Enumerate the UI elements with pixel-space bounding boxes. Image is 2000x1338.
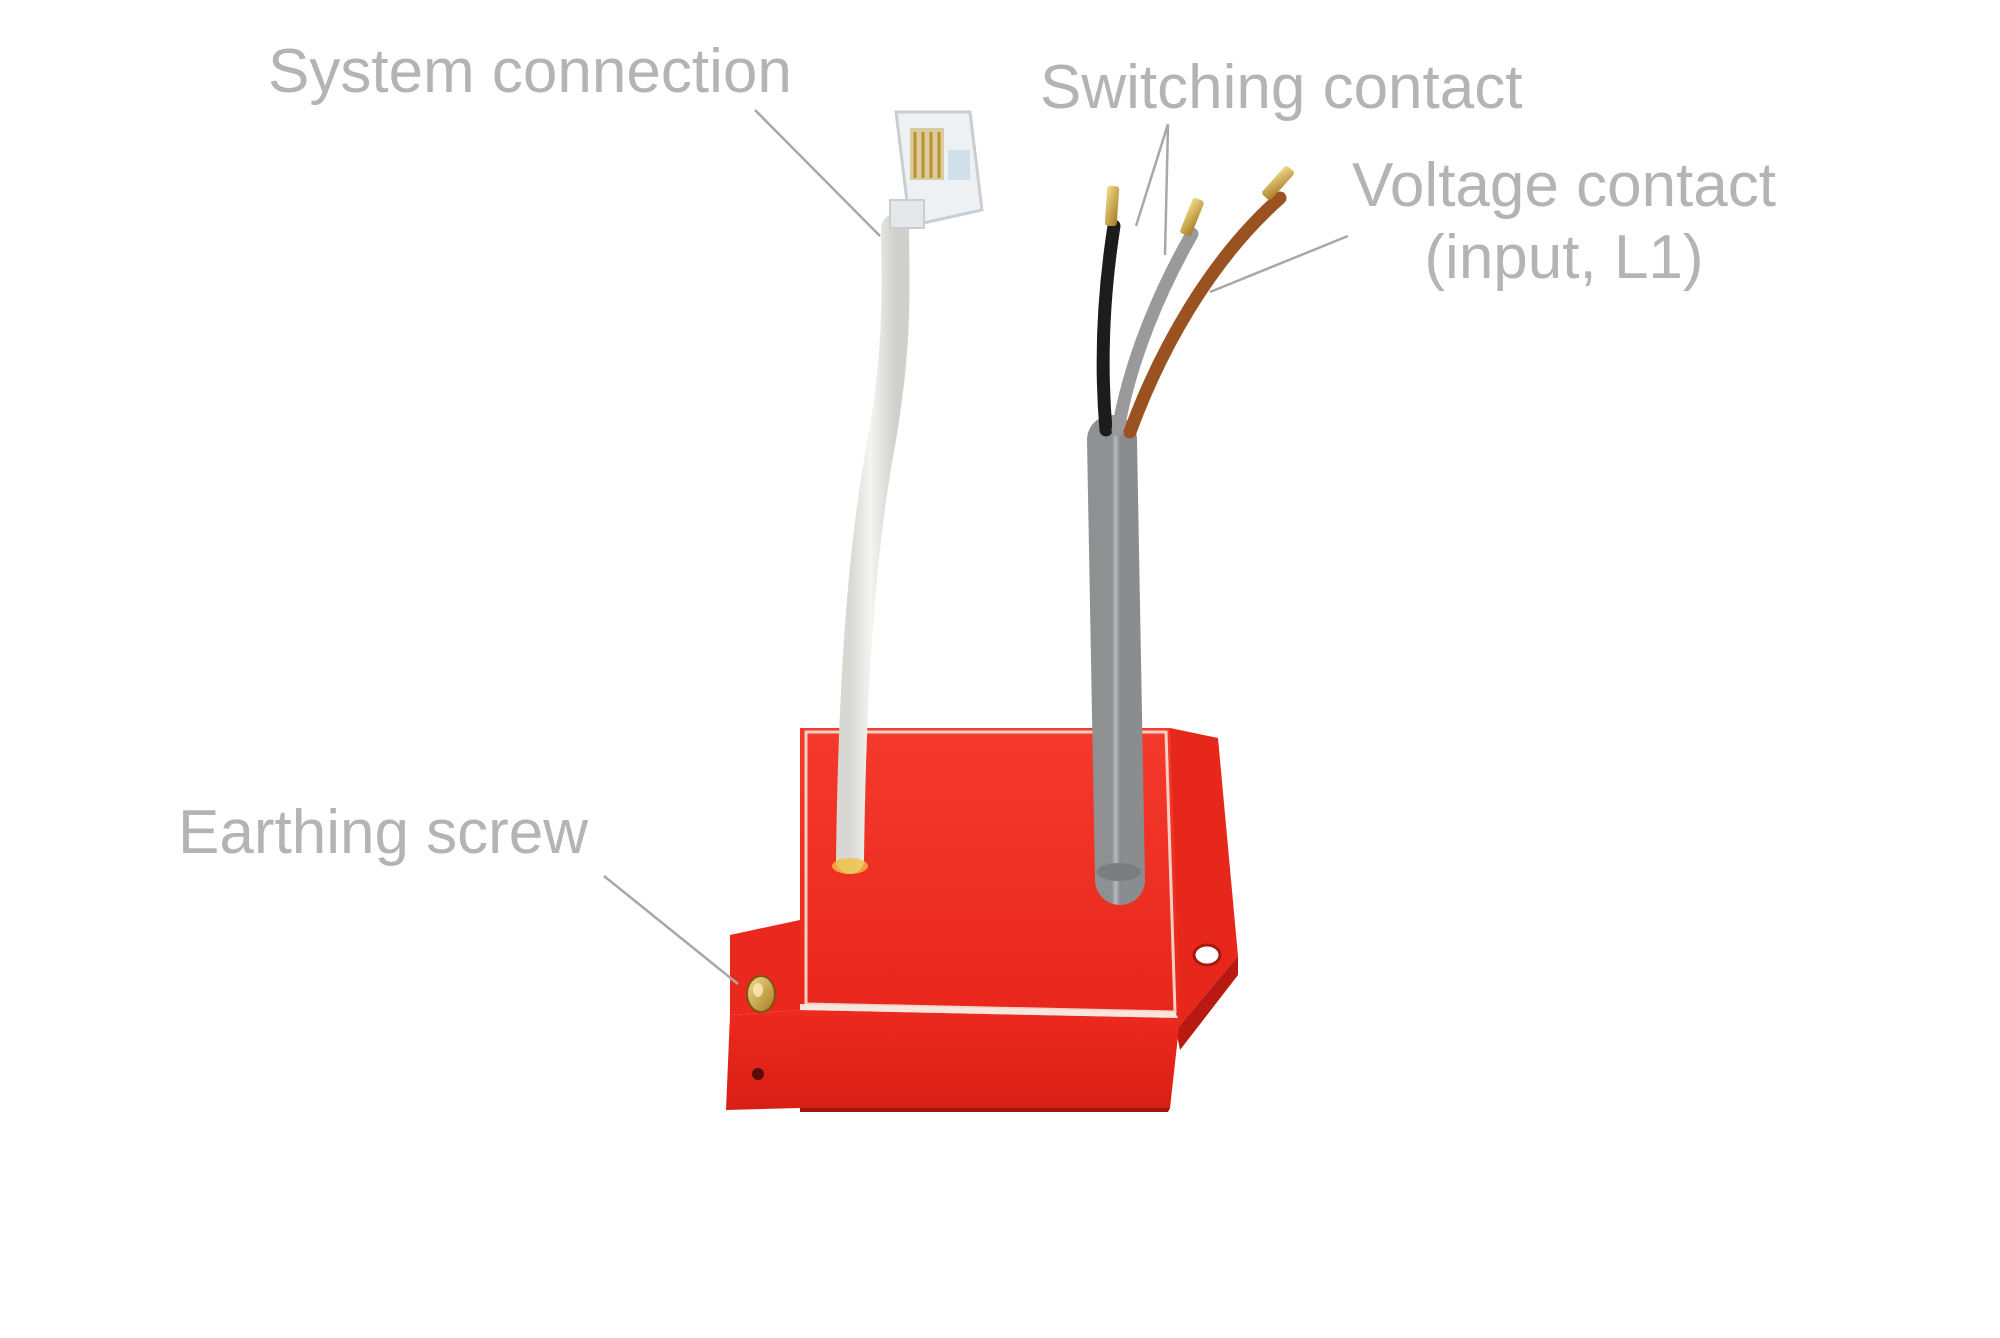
earthing-screw bbox=[746, 975, 776, 1013]
switching-voltage-cable bbox=[1087, 166, 1294, 905]
leader-earthing-screw bbox=[603, 875, 739, 985]
system-cable bbox=[832, 110, 984, 874]
brown-wire bbox=[1123, 191, 1287, 439]
label-switching-contact: Switching contact bbox=[1040, 53, 1523, 122]
leader-voltage-contact bbox=[1209, 234, 1349, 294]
earthing-block bbox=[726, 920, 800, 1110]
label-voltage-contact: Voltage contact (input, L1) bbox=[1352, 150, 1776, 294]
label-voltage-contact-line2: (input, L1) bbox=[1424, 223, 1704, 292]
rj-connector bbox=[889, 110, 984, 229]
leader-system-connection bbox=[754, 109, 881, 237]
black-wire bbox=[1096, 219, 1121, 437]
red-housing bbox=[800, 728, 1180, 1112]
grey-wire bbox=[1111, 227, 1199, 437]
label-earthing-screw: Earthing screw bbox=[178, 798, 589, 867]
leader-switching-contact-b bbox=[1163, 123, 1170, 256]
leader-switching-contact-a bbox=[1134, 123, 1170, 227]
label-system-connection: System connection bbox=[268, 37, 792, 106]
label-voltage-contact-line1: Voltage contact bbox=[1352, 151, 1776, 220]
leader-lines bbox=[603, 109, 1349, 985]
